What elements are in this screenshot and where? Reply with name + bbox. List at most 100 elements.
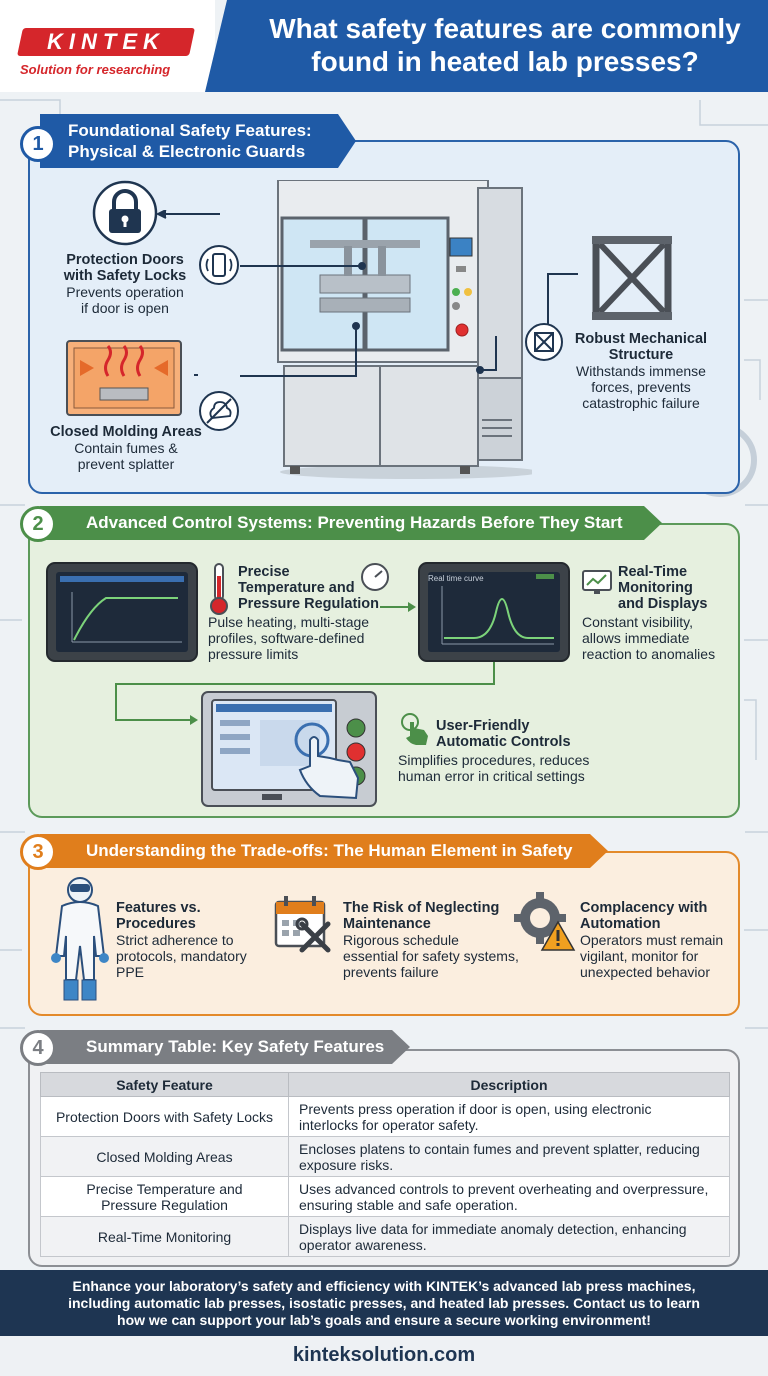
- connector-lines: [155, 210, 578, 377]
- feature-precise-regulation-desc: Pulse heating, multi-stage profiles, sof…: [208, 614, 408, 662]
- monitor-chart-icon: [582, 570, 612, 594]
- temperature-curve-monitor: [46, 562, 198, 662]
- feature-title: Closed Molding Areas: [50, 424, 202, 440]
- summary-table: Safety Feature Description Protection Do…: [40, 1072, 730, 1257]
- feature-desc: Withstands immense: [576, 363, 706, 379]
- frame-small-icon: [525, 323, 563, 361]
- arrow-right-icon: [380, 602, 416, 612]
- tradeoff-desc: Strict adherence to: [116, 932, 234, 948]
- feature-title: Robust Mechanical: [574, 331, 708, 347]
- tradeoff-desc: prevents failure: [343, 964, 439, 980]
- feature-desc: Simplifies procedures, reduces: [398, 752, 590, 768]
- steel-frame-icon: [592, 236, 672, 320]
- table-header-feature: Safety Feature: [40, 1072, 289, 1097]
- padlock-icon: [92, 180, 158, 246]
- footer-url-link[interactable]: kinteksolution.com: [292, 1344, 476, 1366]
- thermometer-icon: [210, 563, 228, 615]
- tradeoff-desc: protocols, mandatory: [116, 948, 247, 964]
- tradeoff-title: Features vs.: [116, 900, 201, 916]
- section-4-number: 4: [20, 1030, 56, 1066]
- section-3-number: 3: [20, 834, 56, 870]
- real-time-curve-monitor: [418, 562, 570, 662]
- table-cell-feature: Closed Molding Areas: [40, 1136, 289, 1177]
- header: KINTEK Solution for researching What saf…: [0, 0, 768, 92]
- tradeoff-features-vs-procedures: Features vs. Procedures Strict adherence…: [116, 900, 266, 980]
- feature-title: Pressure Regulation: [238, 596, 380, 612]
- screen-label: Real time curve: [428, 574, 484, 583]
- feature-title: User-Friendly: [436, 718, 530, 734]
- tradeoff-title: Automation: [580, 916, 661, 932]
- tradeoff-desc: Operators must remain: [580, 932, 724, 948]
- title-banner: What safety features are commonly found …: [205, 0, 768, 92]
- feature-desc: reaction to anomalies: [582, 646, 716, 662]
- calendar-wrench-icon: [274, 896, 331, 953]
- feature-precise-regulation: Precise Temperature and Pressure Regulat…: [238, 564, 388, 612]
- tradeoff-title: The Risk of Neglecting: [343, 900, 500, 916]
- tradeoff-desc: essential for safety systems,: [343, 948, 519, 964]
- feature-title: Precise: [238, 564, 290, 580]
- feature-closed-molding: Closed Molding Areas Contain fumes & pre…: [46, 424, 206, 472]
- table-cell-description: Uses advanced controls to prevent overhe…: [288, 1176, 730, 1217]
- gear-warning-icon: [514, 892, 576, 951]
- section-3-panel: [28, 851, 740, 1016]
- feature-title: Automatic Controls: [436, 734, 571, 750]
- phone-signal-icon: [199, 245, 239, 285]
- feature-title: Temperature and: [238, 580, 355, 596]
- feature-real-time-monitoring: Real-Time Monitoring and Displays: [618, 564, 738, 612]
- touch-hand-icon: [401, 713, 428, 745]
- feature-protection-doors: Protection Doors with Safety Locks Preve…: [50, 252, 200, 316]
- tradeoff-maintenance: The Risk of Neglecting Maintenance Rigor…: [343, 900, 533, 980]
- feature-desc: catastrophic failure: [582, 395, 700, 411]
- tradeoff-desc: PPE: [116, 964, 145, 980]
- feature-desc: human error in critical settings: [398, 768, 585, 784]
- feature-desc: pressure limits: [208, 646, 299, 662]
- feature-desc: Prevents operation: [66, 284, 184, 300]
- heated-chamber-icon: [66, 340, 182, 416]
- tradeoff-complacency: Complacency with Automation Operators mu…: [580, 900, 736, 980]
- tradeoff-title: Maintenance: [343, 916, 431, 932]
- table-cell-description: Displays live data for immediate anomaly…: [288, 1216, 730, 1257]
- table-row: Closed Molding Areas Encloses platens to…: [40, 1136, 730, 1177]
- section-1-number: 1: [20, 126, 56, 162]
- table-row: Real-Time Monitoring Displays live data …: [40, 1216, 730, 1257]
- feature-title: Monitoring: [618, 580, 693, 596]
- feature-desc: prevent splatter: [77, 456, 175, 472]
- footer-url-bar: [0, 1336, 768, 1376]
- feature-desc: Pulse heating, multi-stage: [208, 614, 370, 630]
- feature-title: Structure: [608, 347, 674, 363]
- footer-cta: Enhance your laboratory’s safety and eff…: [20, 1278, 748, 1329]
- feature-automatic-controls-desc: Simplifies procedures, reduces human err…: [398, 752, 638, 784]
- section-1-title-line2: Physical & Electronic Guards: [68, 142, 306, 161]
- footer: Enhance your laboratory’s safety and eff…: [0, 1270, 768, 1376]
- tradeoff-desc: vigilant, monitor for: [580, 948, 699, 964]
- table-header-description: Description: [288, 1072, 730, 1097]
- logo-tagline: Solution for researching: [20, 62, 171, 77]
- section-1-title-line1: Foundational Safety Features:: [68, 121, 312, 140]
- feature-title: and Displays: [618, 596, 708, 612]
- feature-desc: Contain fumes &: [74, 440, 178, 456]
- table-cell-description: Encloses platens to contain fumes and pr…: [288, 1136, 730, 1177]
- feature-desc: profiles, software-defined: [208, 630, 365, 646]
- logo[interactable]: KINTEK Solution for researching: [0, 0, 215, 92]
- touch-control-panel: [201, 691, 377, 807]
- tradeoff-title: Procedures: [116, 916, 196, 932]
- tradeoff-title: Complacency with: [580, 900, 708, 916]
- table-row: Protection Doors with Safety Locks Preve…: [40, 1096, 730, 1137]
- feature-desc: forces, prevents: [591, 379, 691, 395]
- section-2-title: Advanced Control Systems: Preventing Haz…: [40, 506, 662, 540]
- table-cell-feature: Real-Time Monitoring: [40, 1216, 289, 1257]
- ppe-suit-icon: [51, 877, 109, 1001]
- tradeoff-desc: unexpected behavior: [580, 964, 710, 980]
- footer-cta-line: including automatic lab presses, isostat…: [68, 1295, 700, 1311]
- section-4-title: Summary Table: Key Safety Features: [40, 1030, 410, 1064]
- feature-desc: Constant visibility,: [582, 614, 694, 630]
- feature-title: Protection Doors: [66, 252, 184, 268]
- footer-cta-line: Enhance your laboratory’s safety and eff…: [72, 1278, 696, 1294]
- page-title: What safety features are commonly found …: [269, 13, 741, 77]
- gauge-icon: [361, 563, 389, 591]
- section-2-number: 2: [20, 506, 56, 542]
- section-3-title: Understanding the Trade-offs: The Human …: [40, 834, 608, 868]
- feature-title: with Safety Locks: [63, 268, 187, 284]
